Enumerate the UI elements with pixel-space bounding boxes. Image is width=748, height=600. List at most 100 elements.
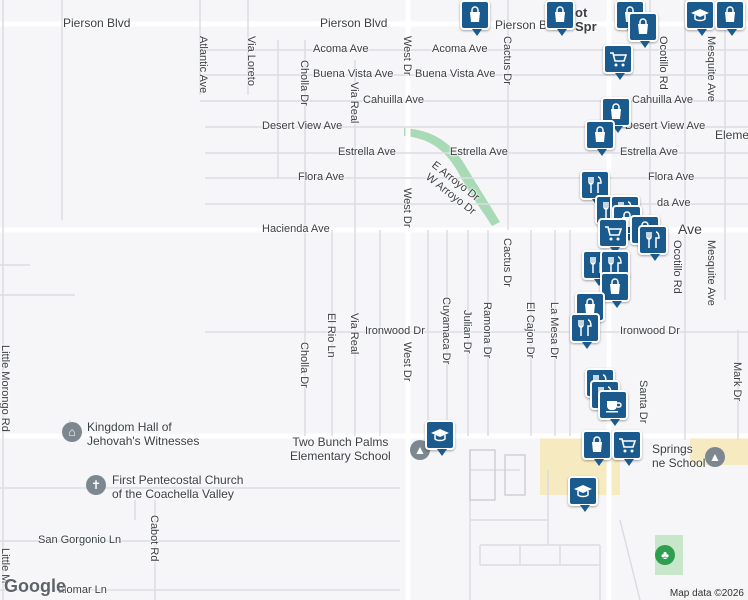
road-label-ramona-dr: Ramona Dr: [481, 302, 493, 359]
road-label-cactus-dr: Cactus Dr: [501, 238, 513, 287]
road-label-hacienda-ave: da Ave: [657, 197, 691, 209]
place-first-pentecostal[interactable]: First Pentecostal Church of the Coachell…: [112, 473, 243, 501]
road-label-flora-ave: Flora Ave: [648, 171, 695, 183]
school-icon: [430, 425, 450, 445]
coffee-icon: [603, 395, 623, 415]
place-kingdom-hall[interactable]: Kingdom Hall of Jehovah's Witnesses: [87, 420, 199, 448]
map-marker-restaurant[interactable]: [638, 225, 668, 261]
road-label-mesquite-ave: Mesquite Ave: [705, 36, 717, 102]
map-marker-coffee[interactable]: [598, 390, 628, 426]
shopping-bag-icon: [606, 102, 626, 122]
arroyo-wash: [404, 128, 500, 226]
road-label-eleme: Eleme: [715, 128, 748, 142]
road-label-via-real: Via Real: [348, 82, 360, 124]
school-icon[interactable]: ▲: [705, 447, 725, 467]
road-label-ironwood-dr: Ironwood Dr: [365, 325, 425, 337]
road-label-julian-dr: Julian Dr: [461, 310, 473, 354]
road-label-west-dr: West Dr: [401, 36, 413, 76]
place-label-line: Jehovah's Witnesses: [87, 434, 200, 448]
road-label-cabot-rd: Cabot Rd: [148, 515, 160, 562]
restaurant-icon: [605, 255, 625, 275]
restaurant-icon: [585, 175, 605, 195]
map-marker-shopping-bag[interactable]: [545, 0, 575, 36]
shopping-cart-icon: [617, 435, 637, 455]
road-label-la-mesa-dr: La Mesa Dr: [548, 302, 560, 359]
place-label-line: Springs: [652, 442, 693, 456]
road-label-acoma-ave: Acoma Ave: [313, 43, 369, 55]
road-label-cholla-dr: Cholla Dr: [298, 342, 310, 388]
road-label-flora-ave: Flora Ave: [298, 171, 345, 183]
road-label-el-cajon-dr: El Cajon Dr: [524, 302, 536, 359]
road-label-mark-dr: Mark Dr: [731, 362, 743, 402]
place-label-line: of the Coachella Valley: [112, 487, 234, 501]
place-label-line: ot: [575, 5, 588, 20]
shopping-cart-icon: [603, 223, 623, 243]
road-label-cuyamaca-dr: Cuyamaca Dr: [440, 297, 452, 365]
map-marker-shopping-cart[interactable]: [598, 218, 628, 254]
restaurant-icon: [643, 230, 663, 250]
shopping-bag-icon: [605, 277, 625, 297]
map-marker-shopping-bag[interactable]: [460, 0, 490, 36]
shopping-bag-icon: [590, 125, 610, 145]
google-logo: Google: [4, 576, 66, 596]
map-marker-shopping-bag[interactable]: [582, 430, 612, 466]
road-label-pierson-blvd: Pierson Blvd: [320, 16, 388, 30]
road-label-ave: Ave: [678, 221, 702, 237]
road-label-cactus-dr: Cactus Dr: [501, 36, 513, 85]
map-marker-shopping-bag[interactable]: [715, 0, 745, 36]
worship-icon[interactable]: ⌂: [62, 422, 82, 442]
school-icon: [690, 5, 710, 25]
road-label-via-loreto: Via Loreto: [245, 36, 257, 86]
map-marker-shopping-bag[interactable]: [600, 272, 630, 308]
park-icon[interactable]: ♣: [655, 545, 675, 565]
shopping-bag-icon: [465, 5, 485, 25]
shopping-bag-icon: [633, 17, 653, 37]
shopping-cart-icon: [608, 49, 628, 69]
place-label-line: Kingdom Hall of: [87, 420, 172, 434]
road-label-ocotillo-rd: Ocotillo Rd: [671, 240, 683, 294]
road-label-cahuilla-ave: Cahuilla Ave: [363, 94, 424, 106]
road-label-acoma-ave: Acoma Ave: [432, 43, 488, 55]
road-label-palomar-ln: alomar Ln: [58, 584, 107, 596]
road-label-atlantic-ave: Atlantic Ave: [197, 36, 209, 94]
map-marker-restaurant[interactable]: [570, 313, 600, 349]
road-label-hacienda-ave: Hacienda Ave: [262, 223, 330, 235]
road-label-ironwood-dr: Ironwood Dr: [620, 325, 680, 337]
cross-icon[interactable]: ✝: [86, 475, 106, 495]
place-label-line: First Pentecostal Church: [112, 473, 244, 487]
map-marker-school[interactable]: [425, 420, 455, 456]
map-attribution[interactable]: Map data ©2026: [665, 587, 748, 600]
shopping-bag-icon: [720, 5, 740, 25]
road-label-san-gorgonio-ln: San Gorgonio Ln: [38, 534, 122, 546]
road-label-mesquite-ave: Mesquite Ave: [705, 240, 717, 306]
school-icon: [573, 481, 593, 501]
road-label-west-dr: West Dr: [401, 188, 413, 228]
place-town-label: ot Spr: [575, 6, 597, 34]
road-label-estrella-ave: Estrella Ave: [450, 146, 508, 158]
map-marker-school[interactable]: [568, 476, 598, 512]
map-marker-shopping-cart[interactable]: [612, 430, 642, 466]
map-marker-school[interactable]: [685, 0, 715, 36]
place-two-bunch-palms[interactable]: Two Bunch Palms Elementary School: [290, 435, 391, 463]
place-label-line: Spr: [575, 19, 597, 34]
road-label-west-dr: West Dr: [401, 342, 413, 382]
road-label-cahuilla-ave: Cahuilla Ave: [632, 94, 693, 106]
place-label-line: ne School: [652, 456, 706, 470]
place-springs-school[interactable]: Springs ne School: [652, 442, 705, 470]
map-marker-shopping-bag[interactable]: [628, 12, 658, 48]
map-marker-shopping-bag[interactable]: [585, 120, 615, 156]
road-label-desert-view-ave: Desert View Ave: [262, 120, 343, 132]
shopping-bag-icon: [587, 435, 607, 455]
map-marker-shopping-cart[interactable]: [603, 44, 633, 80]
shopping-bag-icon: [550, 5, 570, 25]
road-label-buena-vista-ave: Buena Vista Ave: [313, 68, 394, 80]
road-label-pierson-blvd: Pierson Blvd: [63, 16, 131, 30]
road-label-little-morongo-rd: Little Morongo Rd: [0, 345, 11, 432]
place-label-line: Elementary School: [290, 449, 391, 463]
shopping-bag-icon: [580, 297, 600, 317]
road-label-estrella-ave: Estrella Ave: [338, 146, 396, 158]
road-label-ocotillo-rd: Ocotillo Rd: [657, 36, 669, 90]
road-label-estrella-ave: Estrella Ave: [620, 146, 678, 158]
